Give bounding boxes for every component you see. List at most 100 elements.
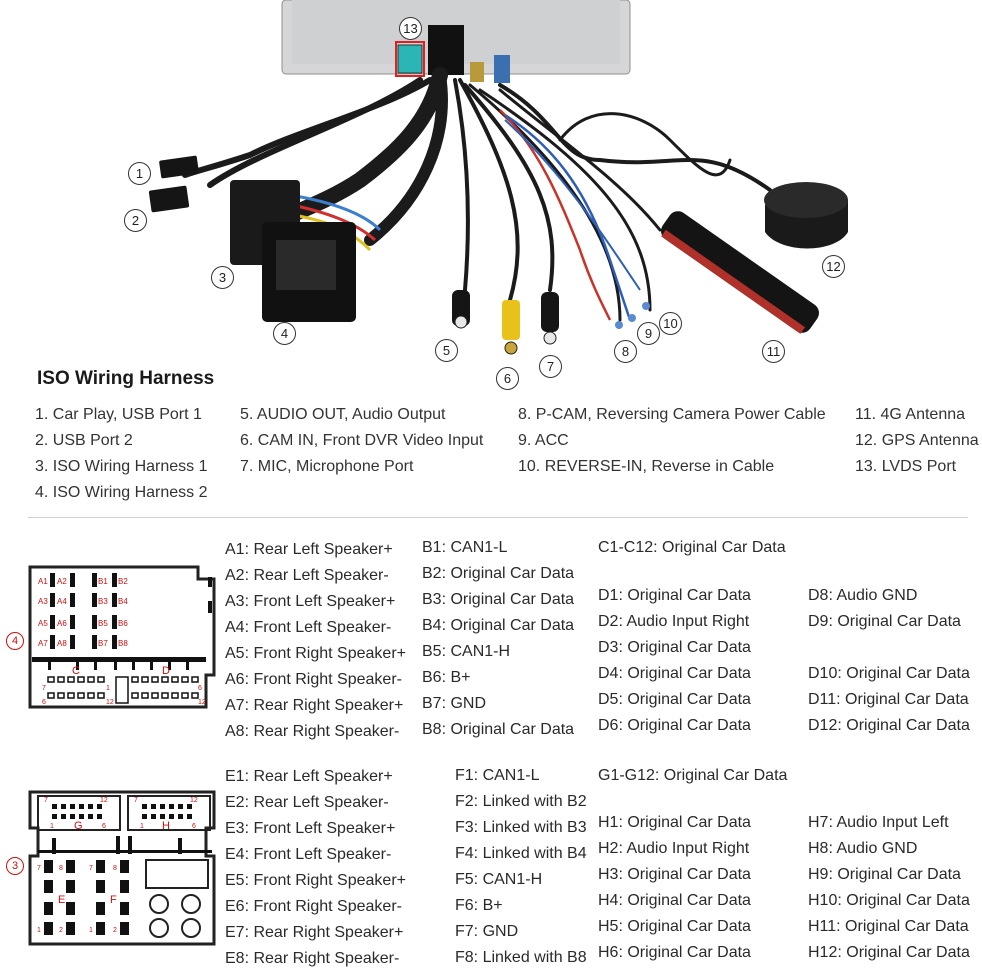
block-g-label: G	[74, 820, 83, 832]
g-left-num: 7	[44, 797, 48, 804]
callout-3: 3	[211, 266, 234, 289]
h-left2-num: 1	[140, 823, 144, 830]
pin-entry-h: H4: Original Car Data	[598, 892, 751, 909]
legend-item: 7. MIC, Microphone Port	[240, 458, 414, 475]
pin-entry-d: D2: Audio Input Right	[598, 613, 750, 630]
pin-entry-a: A4: Front Left Speaker-	[225, 619, 392, 636]
callout-1: 1	[128, 162, 151, 185]
pin-entry-b: B6: B+	[422, 669, 471, 686]
pin-entry-d: D4: Original Car Data	[598, 665, 751, 682]
harness-title: ISO Wiring Harness	[37, 368, 215, 389]
pin-entry-f: F7: GND	[455, 923, 519, 940]
block-d-label: D	[162, 665, 170, 677]
rca-ends	[452, 290, 650, 355]
legend-item: 13. LVDS Port	[855, 458, 957, 475]
pin-a4-label: A4	[57, 597, 67, 606]
e-num-1: 1	[37, 927, 41, 934]
g-right-num: 12	[100, 797, 108, 804]
pin-entry-a: A6: Front Right Speaker-	[225, 671, 402, 688]
e-num-8: 8	[59, 865, 63, 872]
pin-entry-a: A3: Front Left Speaker+	[225, 593, 396, 610]
pin-entry-f: F4: Linked with B4	[455, 845, 587, 862]
h-right2-num: 6	[192, 823, 196, 830]
callout-7: 7	[539, 355, 562, 378]
pin-entry-b: B3: Original Car Data	[422, 591, 575, 608]
legend-item: 8. P-CAM, Reversing Camera Power Cable	[518, 406, 826, 423]
gps-antenna	[764, 182, 848, 249]
pin-entry-d: D10: Original Car Data	[808, 665, 970, 682]
callout-4: 4	[273, 322, 296, 345]
legend-item: 6. CAM IN, Front DVR Video Input	[240, 432, 484, 449]
f-num-7: 7	[89, 865, 93, 872]
pin-entry-e: E3: Front Left Speaker+	[225, 820, 396, 837]
connector-4-label: 4	[6, 632, 24, 650]
callout-8: 8	[614, 340, 637, 363]
c-range-text: C1-C12: Original Car Data	[598, 539, 786, 556]
pin-entry-h: H7: Audio Input Left	[808, 814, 949, 831]
pin-entry-f: F2: Linked with B2	[455, 793, 587, 810]
pin-entry-f: F1: CAN1-L	[455, 767, 540, 784]
pin-entry-b: B1: CAN1-L	[422, 539, 508, 556]
legend-item: 1. Car Play, USB Port 1	[35, 406, 202, 423]
lvds-highlight	[395, 41, 425, 77]
pin-entry-e: E7: Rear Right Speaker+	[225, 924, 404, 941]
callout-11: 11	[762, 340, 785, 363]
pin-entry-a: A2: Rear Left Speaker-	[225, 567, 389, 584]
pin-entry-b: B5: CAN1-H	[422, 643, 511, 660]
block-h-label: H	[162, 820, 170, 832]
pin-b3-label: B3	[98, 597, 108, 606]
callout-13: 13	[399, 17, 422, 40]
callout-10: 10	[659, 312, 682, 335]
iso-connectors	[230, 180, 356, 322]
f-num-2: 2	[113, 927, 117, 934]
pin-entry-h: H12: Original Car Data	[808, 944, 970, 961]
e-num-2: 2	[59, 927, 63, 934]
block-e-label: E	[58, 894, 65, 906]
callout-5: 5	[435, 339, 458, 362]
f-num-1: 1	[89, 927, 93, 934]
pin-entry-h: H3: Original Car Data	[598, 866, 751, 883]
connector-3-label: 3	[6, 857, 24, 875]
h-right-num: 12	[190, 797, 198, 804]
pin-entry-h: H1: Original Car Data	[598, 814, 751, 831]
c-left-num: 7	[42, 685, 46, 692]
pin-entry-b: B8: Original Car Data	[422, 721, 575, 738]
callout-6: 6	[496, 367, 519, 390]
pin-a6-label: A6	[57, 619, 67, 628]
pin-b6-label: B6	[118, 619, 128, 628]
callout-9: 9	[637, 322, 660, 345]
legend-item: 10. REVERSE-IN, Reverse in Cable	[518, 458, 775, 475]
pin-b4-label: B4	[118, 597, 128, 606]
usb-connectors	[148, 155, 199, 213]
pin-entry-b: B2: Original Car Data	[422, 565, 575, 582]
pin-entry-h: H5: Original Car Data	[598, 918, 751, 935]
pin-entry-a: A5: Front Right Speaker+	[225, 645, 406, 662]
pin-entry-d: D5: Original Car Data	[598, 691, 751, 708]
g-right2-num: 6	[102, 823, 106, 830]
block-c-label: C	[72, 665, 80, 677]
pin-entry-d: D11: Original Car Data	[808, 691, 969, 708]
pin-entry-h: H10: Original Car Data	[808, 892, 970, 909]
f-num-8: 8	[113, 865, 117, 872]
pin-entry-a: A1: Rear Left Speaker+	[225, 541, 393, 558]
pin-entry-a: A8: Rear Right Speaker-	[225, 723, 400, 740]
pin-entry-e: E1: Rear Left Speaker+	[225, 768, 393, 785]
legend-item: 11. 4G Antenna	[855, 406, 966, 423]
pin-a8-label: A8	[57, 639, 67, 648]
pin-entry-h: H11: Original Car Data	[808, 918, 969, 935]
c-right2-num: 12	[106, 699, 114, 706]
pin-entry-d: D6: Original Car Data	[598, 717, 751, 734]
pin-entry-e: E2: Rear Left Speaker-	[225, 794, 389, 811]
legend-item: 12. GPS Antenna	[855, 432, 979, 449]
pin-a7-label: A7	[38, 639, 48, 648]
pin-entry-e: E4: Front Left Speaker-	[225, 846, 392, 863]
connector-4-diagram: A1 A2 A3 A4 A5 A6 A7 A8 B1 B2 B3 B4 B5 B…	[28, 565, 216, 709]
pin-a1-label: A1	[38, 577, 48, 586]
pin-entry-d: D1: Original Car Data	[598, 587, 751, 604]
legend-item: 9. ACC	[518, 432, 569, 449]
harness-photo	[148, 0, 848, 355]
pin-entry-b: B4: Original Car Data	[422, 617, 575, 634]
pin-entry-e: E6: Front Right Speaker-	[225, 898, 402, 915]
pin-b2-label: B2	[118, 577, 128, 586]
block-f-label: F	[110, 894, 117, 906]
